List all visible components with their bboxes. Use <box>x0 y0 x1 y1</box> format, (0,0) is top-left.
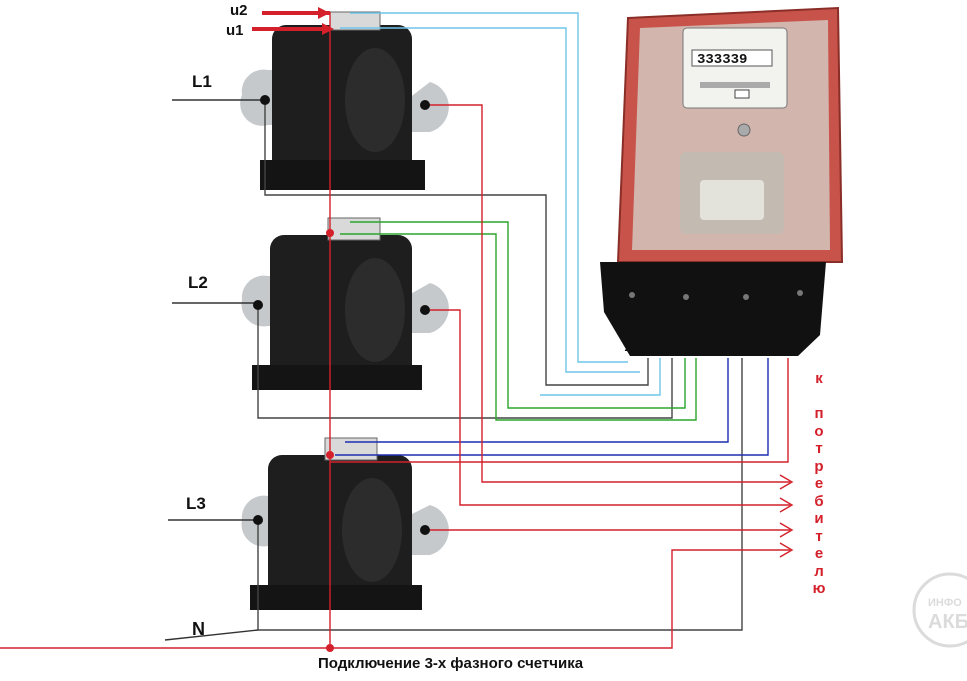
wire-black-1 <box>264 100 649 386</box>
watermark-logo: ИНФО АКБ <box>912 572 967 648</box>
meter-counter-digits: 333339 <box>697 52 747 68</box>
consumer-label: к п о т р е б и т е л ю <box>812 370 826 597</box>
electric-meter: 333339 <box>600 6 844 356</box>
wire-black-2 <box>257 305 673 419</box>
svg-text:ИНФО: ИНФО <box>928 597 962 609</box>
svg-text:АКБ: АКБ <box>928 611 967 633</box>
wire-green-1 <box>350 221 686 409</box>
terminal-number: 6 <box>705 340 714 357</box>
wire-light-blue-1 <box>350 12 628 363</box>
terminal-number: 1 <box>624 338 633 355</box>
current-transformer-1 <box>240 11 449 190</box>
wire-red-term10 <box>330 358 789 463</box>
phase-l1-label: L1 <box>192 72 212 91</box>
current-transformer-3 <box>241 437 449 610</box>
neutral-label: N <box>192 619 205 639</box>
wire-blue-1 <box>345 358 729 443</box>
terminal-number: 9 <box>759 338 768 355</box>
connection-dots <box>253 95 430 652</box>
phase-l3-label: L3 <box>186 494 206 513</box>
wire-green-2 <box>340 233 697 421</box>
wire-light-blue-2 <box>340 27 640 373</box>
wire-light-blue-3 <box>540 358 661 396</box>
u2-label: u2 <box>230 2 248 19</box>
wire-neutral-in <box>164 629 259 641</box>
wire-red-phase2-out <box>425 309 790 506</box>
terminal-number: 3 <box>656 340 665 357</box>
wires <box>0 7 794 649</box>
u1-label: u1 <box>226 22 244 39</box>
wire-black-3 <box>257 358 743 631</box>
terminal-number: 2 <box>640 340 649 357</box>
caption: Подключение 3-х фазного счетчика <box>318 655 584 672</box>
terminal-number: 10 <box>776 333 793 350</box>
wire-blue-2 <box>335 358 769 456</box>
wire-red-phase1-out <box>425 104 790 483</box>
meter-terminal-block <box>600 262 826 356</box>
terminal-number: 4 <box>672 340 681 357</box>
terminal-number: 8 <box>740 339 749 356</box>
wire-red-neutral-out <box>0 549 790 649</box>
terminal-number: 7 <box>723 339 732 356</box>
phase-l2-label: L2 <box>188 273 208 292</box>
current-transformer-2 <box>241 217 449 390</box>
meter-counter <box>691 49 773 67</box>
terminal-number: 5 <box>687 340 696 357</box>
